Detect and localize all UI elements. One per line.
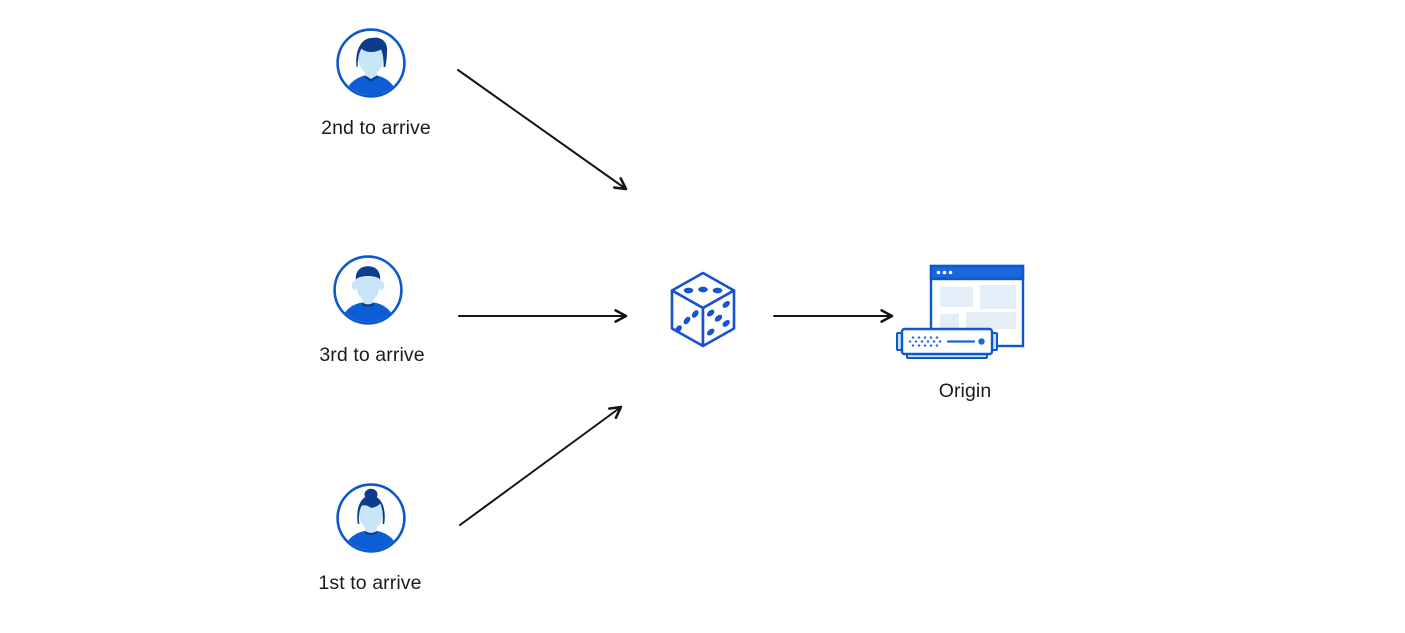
- node-label: 3rd to arrive: [319, 344, 425, 366]
- node-user-top: 2nd to arrive: [321, 27, 431, 139]
- node-user-middle: 3rd to arrive: [319, 254, 425, 366]
- edge-user-top-to-randomizer: [457, 69, 628, 191]
- edge-user-bottom-to-randomizer: [459, 405, 623, 526]
- node-label: 1st to arrive: [318, 572, 422, 594]
- user-male-avatar-icon: [336, 28, 406, 98]
- dice-icon: [670, 271, 736, 348]
- node-label: Origin: [938, 380, 992, 402]
- node-randomizer: [668, 270, 738, 350]
- node-label: 2nd to arrive: [321, 117, 431, 139]
- user-male-avatar-icon: [333, 255, 403, 325]
- user-female-avatar-icon: [336, 483, 406, 553]
- server-icon: [896, 327, 998, 359]
- origin-server-icon: [896, 264, 1025, 359]
- node-origin: Origin: [895, 260, 1030, 402]
- node-user-bottom: 1st to arrive: [318, 482, 421, 594]
